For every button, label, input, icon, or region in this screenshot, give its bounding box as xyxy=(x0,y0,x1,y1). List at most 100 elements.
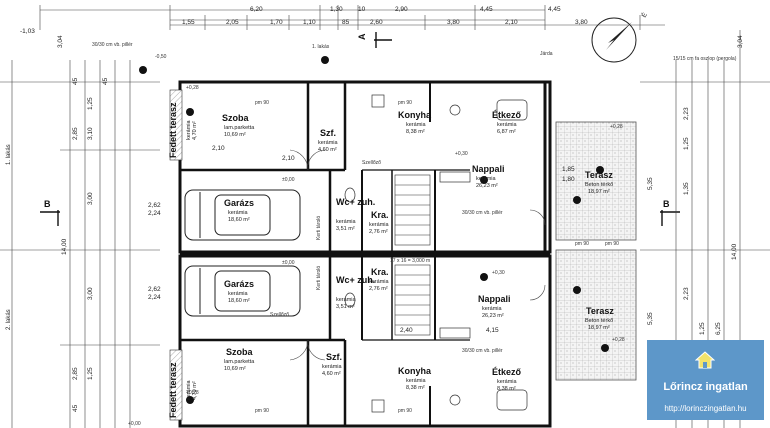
svg-text:Fedett terasz: Fedett terasz xyxy=(168,362,178,418)
svg-text:É: É xyxy=(639,10,649,19)
dim-label: 2,60 xyxy=(370,19,383,26)
sidewalk-label: Járda xyxy=(540,51,553,57)
fixtures xyxy=(344,94,528,413)
dim-label: 85 xyxy=(342,19,350,26)
dim-label: 5,35 xyxy=(647,312,654,325)
svg-text:lam.parketta: lam.parketta xyxy=(224,125,255,131)
svg-text:Szoba: Szoba xyxy=(222,113,249,123)
room-etkezo-2: Étkező kerámia 8,38 m² xyxy=(492,367,522,392)
door-label: pm 90 xyxy=(255,100,269,106)
svg-text:18,60 m²: 18,60 m² xyxy=(228,217,250,223)
svg-text:8,38 m²: 8,38 m² xyxy=(406,385,425,391)
dim-label: 45 xyxy=(72,404,79,412)
agency-badge[interactable]: Lőrincz ingatlan http://lorinczingatlan.… xyxy=(647,340,764,420)
svg-text:Kra.: Kra. xyxy=(371,210,389,220)
room-fedett-terasz-2: Fedett terasz kerámia 4,70 m² xyxy=(168,362,198,418)
dim-label: 45 xyxy=(72,77,79,85)
dim-label: 6,20 xyxy=(250,6,263,13)
svg-text:Konyha: Konyha xyxy=(398,110,432,120)
dim-label: 2,23 xyxy=(683,107,690,120)
svg-text:Terasz: Terasz xyxy=(585,170,613,180)
svg-text:Szf.: Szf. xyxy=(326,352,342,362)
svg-text:kerámia: kerámia xyxy=(228,291,249,297)
svg-text:2,40: 2,40 xyxy=(400,327,413,334)
storage-label: Kerti tároló xyxy=(316,216,322,240)
dim-label: 1,35 xyxy=(683,182,690,195)
svg-text:8,38 m²: 8,38 m² xyxy=(406,129,425,135)
dim-label: 2,90 xyxy=(395,6,408,13)
room-garazs-2: Garázs kerámia 18,60 m² xyxy=(224,279,254,304)
top-dims-row2: 1,55 2,05 1,70 1,10 85 2,60 3,80 2,10 3,… xyxy=(182,19,588,26)
svg-text:4,70 m²: 4,70 m² xyxy=(192,121,198,140)
svg-text:+0,30: +0,30 xyxy=(455,151,468,157)
svg-text:±0,00: ±0,00 xyxy=(282,177,295,183)
pergola-note: 15/15 cm fa oszlop (pergola) xyxy=(673,56,737,62)
staircase-1 xyxy=(394,174,431,246)
room-szoba-2: Szoba lam.parketta 10,69 m² xyxy=(224,347,255,372)
svg-text:+0,00: +0,00 xyxy=(128,421,141,427)
dim-label: 1,25 xyxy=(87,367,94,380)
svg-text:10,69 m²: 10,69 m² xyxy=(224,366,246,372)
dim-label: 1,30 xyxy=(330,6,343,13)
dim-label: 3,80 xyxy=(447,19,460,26)
svg-text:Szf.: Szf. xyxy=(320,128,336,138)
dim-label: 2,23 xyxy=(683,287,690,300)
unit-2-label: 2. lakás xyxy=(6,309,12,330)
svg-text:+0,28: +0,28 xyxy=(186,85,199,91)
right-dim-labels: 2,23 1,25 5,35 1,35 5,35 2,23 1,25 6,25 … xyxy=(647,107,738,335)
svg-text:2,10: 2,10 xyxy=(282,155,295,162)
svg-text:-0,50: -0,50 xyxy=(155,54,167,60)
door-label: pm 90 xyxy=(605,241,619,247)
svg-text:B: B xyxy=(44,199,51,209)
svg-text:2,24: 2,24 xyxy=(148,294,161,301)
svg-text:A: A xyxy=(357,33,367,40)
svg-text:kerámia: kerámia xyxy=(497,122,518,128)
left-dim-labels: 45 2,85 1,25 3,10 3,00 45 14,00 3,00 1,2… xyxy=(61,77,109,412)
svg-text:Fedett terasz: Fedett terasz xyxy=(168,102,178,158)
svg-text:2,24: 2,24 xyxy=(148,210,161,217)
room-etkezo-1: Étkező kerámia 6,87 m² xyxy=(492,110,522,135)
dim-label: 2,85 xyxy=(72,367,79,380)
car-icon-1 xyxy=(184,189,301,241)
building-walls xyxy=(178,80,552,428)
svg-text:kerámia: kerámia xyxy=(369,279,390,285)
terrace-area-1 xyxy=(555,121,637,241)
terrace-area-2 xyxy=(555,249,637,381)
dim-label: 1,55 xyxy=(182,19,195,26)
dim-label: -1,03 xyxy=(20,28,35,35)
agency-url[interactable]: http://lorinczingatlan.hu xyxy=(664,404,747,413)
room-wc-2: Wc+ zuh. kerámia 3,51 m² xyxy=(336,275,375,310)
dim-label: 1,25 xyxy=(699,322,706,335)
room-nappali-2: Nappali kerámia 26,23 m² xyxy=(478,294,511,319)
dim-label: 3,10 xyxy=(87,127,94,140)
svg-text:18,60 m²: 18,60 m² xyxy=(228,298,250,304)
svg-text:1,85: 1,85 xyxy=(562,166,575,173)
dim-label: 2,85 xyxy=(72,127,79,140)
svg-text:2,10: 2,10 xyxy=(212,145,225,152)
svg-text:26,23 m²: 26,23 m² xyxy=(482,313,504,319)
svg-text:±0,00: ±0,00 xyxy=(282,260,295,266)
top-dims-row1: 6,20 1,30 10 2,90 4,45 4,45 xyxy=(250,6,561,13)
door-label: pm 90 xyxy=(398,408,412,414)
dim-label: 10 xyxy=(358,6,366,13)
room-fedett-terasz-1: Fedett terasz kerámia 4,70 m² xyxy=(168,102,198,158)
level-labels: +0,28 ±0,00 +0,30 +0,28 ±0,00 +0,30 +0,2… xyxy=(128,54,625,427)
room-garazs-1: Garázs kerámia 18,60 m² xyxy=(224,198,254,223)
room-konyha-1: Konyha kerámia 8,38 m² xyxy=(398,110,432,135)
room-nappali-1: Nappali kerámia 26,23 m² xyxy=(472,164,505,189)
svg-text:3,51 m²: 3,51 m² xyxy=(336,226,355,232)
svg-text:Garázs: Garázs xyxy=(224,279,254,289)
svg-text:kerámia: kerámia xyxy=(186,379,192,400)
svg-text:kerámia: kerámia xyxy=(476,176,497,182)
svg-text:kerámia: kerámia xyxy=(336,297,357,303)
svg-text:3,51 m²: 3,51 m² xyxy=(336,304,355,310)
svg-text:kerámia: kerámia xyxy=(186,119,192,140)
dim-label: 1,70 xyxy=(270,19,283,26)
svg-text:18,97 m²: 18,97 m² xyxy=(588,189,610,195)
dim-label: 1,25 xyxy=(683,137,690,150)
agency-name: Lőrincz ingatlan xyxy=(663,381,748,393)
vent-label: Szellőző xyxy=(270,312,289,318)
room-terasz-2: Terasz Beton térkő 18,97 m² xyxy=(585,306,614,331)
svg-text:8,38 m²: 8,38 m² xyxy=(497,386,516,392)
